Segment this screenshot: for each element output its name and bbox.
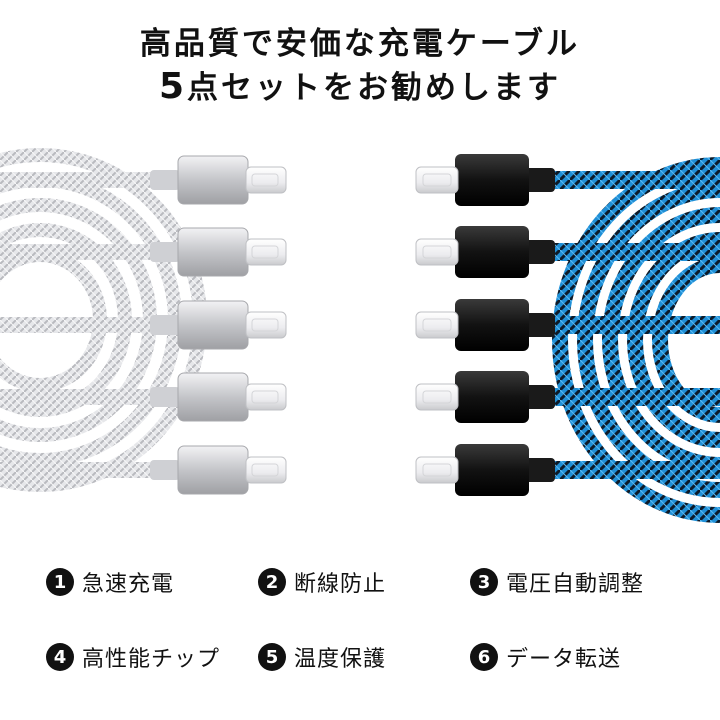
number-badge-icon: 2 — [258, 568, 286, 596]
silver-connector-2 — [0, 227, 287, 277]
feature-label: 断線防止 — [294, 572, 387, 597]
black-connector-3 — [415, 299, 720, 351]
feature-label: 温度保護 — [294, 647, 387, 672]
number-badge-icon: 4 — [46, 643, 74, 671]
black-connector-4 — [415, 371, 720, 423]
number-badge-icon: 1 — [46, 568, 74, 596]
black-connectors — [415, 154, 720, 496]
feature-5: 5 温度保護 — [258, 640, 386, 674]
silver-connector-4 — [0, 372, 287, 422]
feature-1: 1 急速充電 — [46, 565, 174, 599]
feature-label: 急速充電 — [82, 572, 175, 597]
silver-connectors — [0, 155, 287, 495]
headline-text: 点セットをお勧めします — [187, 70, 562, 106]
number-badge-icon: 5 — [258, 643, 286, 671]
feature-label: データ転送 — [506, 647, 622, 672]
product-illustration — [0, 148, 720, 523]
feature-6: 6 データ転送 — [470, 640, 621, 674]
silver-connector-1 — [0, 155, 287, 205]
silver-connector-5 — [0, 445, 287, 495]
feature-2: 2 断線防止 — [258, 565, 386, 599]
number-badge-icon: 6 — [470, 643, 498, 671]
feature-3: 3 電圧自動調整 — [470, 565, 644, 599]
black-connector-1 — [415, 154, 720, 206]
silver-connector-3 — [0, 300, 287, 350]
blue-cable-set — [552, 157, 720, 523]
feature-label: 電圧自動調整 — [506, 572, 645, 597]
headline-number: 5 — [158, 66, 188, 107]
headline-line-2: 5点セットをお勧めします — [0, 62, 720, 107]
number-badge-icon: 3 — [470, 568, 498, 596]
black-connector-5 — [415, 444, 720, 496]
black-connector-2 — [415, 226, 720, 278]
headline-line-1: 高品質で安価な充電ケーブル — [139, 26, 581, 62]
feature-4: 4 高性能チップ — [46, 640, 220, 674]
feature-label: 高性能チップ — [82, 647, 221, 672]
